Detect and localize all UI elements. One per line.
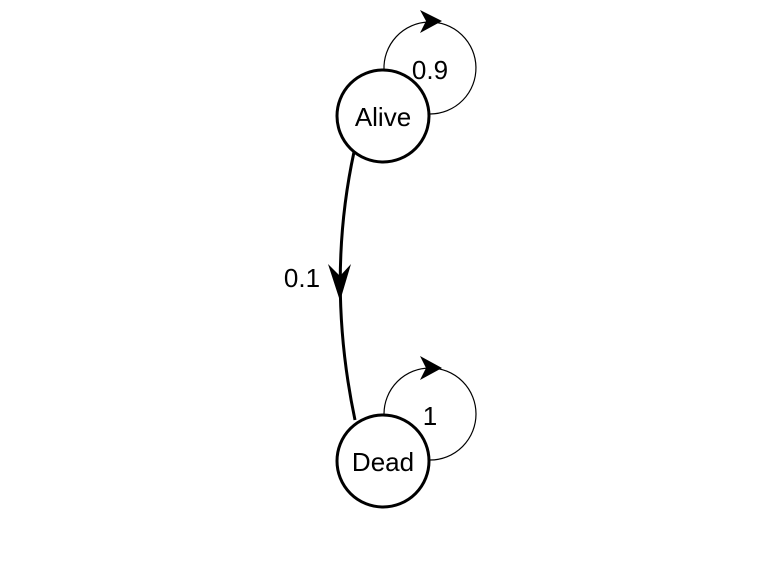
- node-dead-label: Dead: [352, 447, 414, 477]
- edge-label-alive-alive: 0.9: [412, 55, 448, 85]
- arrowhead-dead-loop: [420, 356, 442, 380]
- edge-alive-to-dead: 0.1: [284, 151, 357, 421]
- edge-label-dead-dead: 1: [423, 401, 437, 431]
- edge-label-alive-dead: 0.1: [284, 263, 320, 293]
- node-alive-label: Alive: [355, 102, 411, 132]
- arrowhead-alive-dead: [328, 264, 351, 301]
- node-alive-circle: [335, 68, 431, 164]
- arrowhead-alive-loop: [420, 10, 442, 33]
- node-alive: Alive: [335, 68, 431, 164]
- node-dead-circle: [335, 413, 431, 509]
- self-loop-dead: [383, 367, 477, 461]
- edge-dead-to-dead: 1: [383, 356, 477, 461]
- edge-alive-to-alive: 0.9: [383, 10, 477, 115]
- self-loop-alive: [383, 21, 477, 115]
- node-dead: Dead: [335, 413, 431, 509]
